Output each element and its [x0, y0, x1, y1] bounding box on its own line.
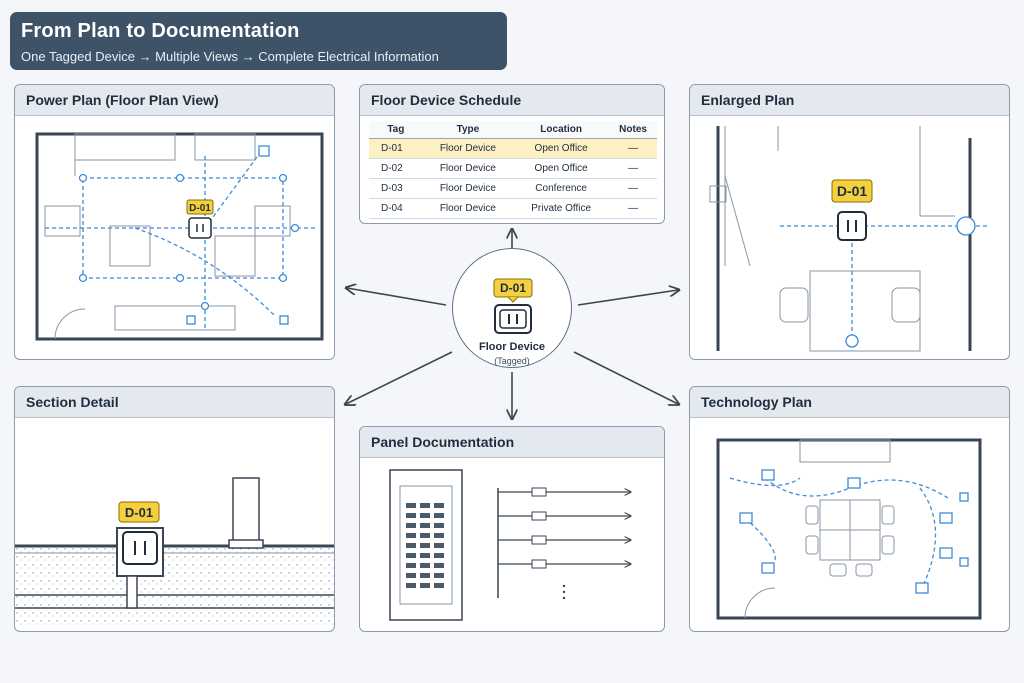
col-location: Location	[513, 121, 610, 139]
col-notes: Notes	[609, 121, 657, 139]
technology-plan-drawing	[716, 438, 982, 620]
cell-type: Floor Device	[422, 138, 514, 159]
device-tag	[831, 179, 873, 203]
cell-tag: D-03	[369, 178, 423, 199]
cell-location: Open Office	[513, 138, 610, 159]
svg-text:D-01: D-01	[125, 505, 153, 520]
outlet-icon	[122, 531, 158, 565]
cell-notes: —	[609, 158, 657, 179]
svg-text:D-01: D-01	[189, 203, 211, 214]
arrow-to-enlarged	[577, 290, 678, 306]
arrow-to-power-plan	[347, 288, 447, 306]
svg-text:D-01: D-01	[500, 281, 526, 295]
enlarged-plan-panel: Enlarged Plan D-01	[689, 84, 1010, 360]
tagged-device-hub: D-01 Floor Device (Tagged)	[452, 248, 572, 368]
technology-plan-panel: Technology Plan	[689, 386, 1010, 632]
cell-tag: D-04	[369, 198, 423, 219]
hub-sublabel: (Tagged)	[494, 356, 530, 366]
schedule-panel: Floor Device Schedule Tag Type Location …	[359, 84, 665, 224]
power-plan-drawing: D-01	[35, 132, 324, 341]
hub-graphic: D-01	[493, 278, 533, 334]
device-tag	[186, 199, 214, 215]
table-row: D-02 Floor Device Open Office —	[369, 158, 657, 179]
outlet-icon	[837, 211, 867, 241]
enlarged-plan-title: Enlarged Plan	[690, 85, 1009, 116]
technology-plan-title: Technology Plan	[690, 387, 1009, 418]
table-row: D-03 Floor Device Conference —	[369, 178, 657, 199]
schedule-table: Tag Type Location Notes D-01 Floor Devic…	[369, 121, 657, 219]
section-detail-title: Section Detail	[15, 387, 334, 418]
power-plan-panel: Power Plan (Floor Plan View) D-01	[14, 84, 335, 360]
cell-tag: D-02	[369, 158, 423, 179]
cell-notes: —	[609, 178, 657, 199]
cell-notes: —	[609, 198, 657, 219]
hub-label: Floor Device	[478, 341, 546, 353]
breaker-grid	[406, 503, 444, 588]
table-row: D-04 Floor Device Private Office —	[369, 198, 657, 219]
arrow-to-technology	[573, 351, 678, 404]
outlet-icon	[188, 217, 212, 239]
section-detail-drawing: D-01	[15, 477, 334, 626]
page-subtitle: One Tagged Device → Multiple Views → Com…	[21, 49, 439, 64]
device-tag	[118, 501, 160, 523]
power-plan-title: Power Plan (Floor Plan View)	[15, 85, 334, 116]
arrow-to-section	[346, 351, 453, 404]
cell-location: Conference	[513, 178, 610, 199]
col-tag: Tag	[369, 121, 423, 139]
cell-tag: D-01	[369, 138, 423, 159]
cell-type: Floor Device	[422, 178, 514, 199]
cell-location: Private Office	[513, 198, 610, 219]
cell-location: Open Office	[513, 158, 610, 179]
enlarged-plan-drawing: D-01	[709, 126, 990, 352]
section-detail-panel: Section Detail D-01	[14, 386, 335, 632]
cell-notes: —	[609, 138, 657, 159]
cell-type: Floor Device	[422, 198, 514, 219]
panel-documentation-title: Panel Documentation	[360, 427, 664, 458]
svg-text:D-01: D-01	[837, 183, 868, 199]
title-banner: From Plan to Documentation One Tagged De…	[10, 12, 507, 70]
schedule-title: Floor Device Schedule	[360, 85, 664, 116]
panel-documentation-drawing	[389, 469, 665, 621]
table-row: D-01 Floor Device Open Office —	[369, 138, 657, 159]
cell-type: Floor Device	[422, 158, 514, 179]
outlet-icon	[494, 304, 532, 334]
panel-documentation-panel: Panel Documentation	[359, 426, 665, 632]
page-title: From Plan to Documentation	[21, 20, 300, 42]
col-type: Type	[422, 121, 514, 139]
